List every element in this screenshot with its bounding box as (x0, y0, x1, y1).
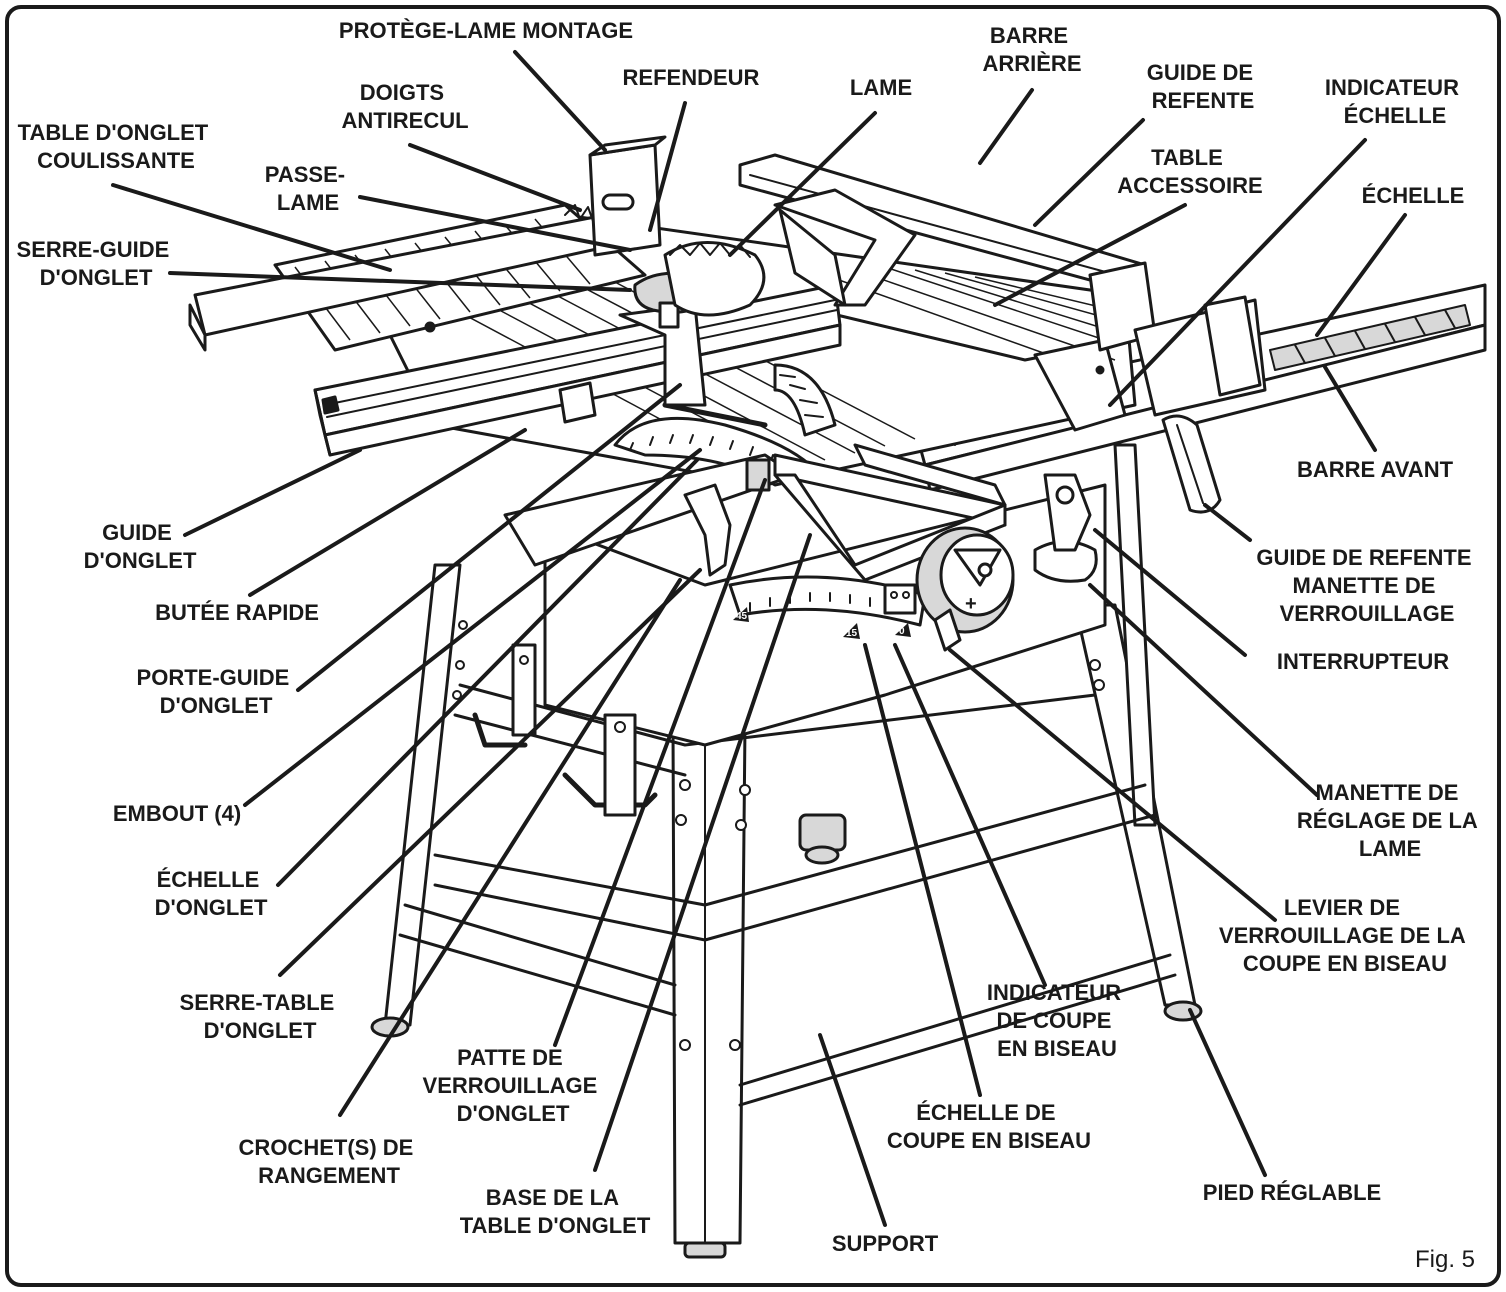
rip-fence (1033, 261, 1267, 514)
leader-butee-rapide (248, 428, 527, 597)
label-base-table-onglet: BASE DE LA TABLE D'ONGLET (460, 1185, 651, 1238)
leader-barre-avant (1323, 365, 1377, 452)
leader-echelle-coupe-biseau (863, 643, 982, 1097)
label-echelle-coupe-biseau: ÉCHELLE DE COUPE EN BISEAU (887, 1100, 1091, 1153)
leader-table-accessoire (993, 203, 1187, 307)
leader-manette-reglage-lame (1088, 583, 1319, 797)
label-guide-refente-top: GUIDE DE REFENTE (1147, 60, 1259, 113)
leader-refendeur (648, 101, 687, 232)
leader-table-onglet-coulissante (111, 183, 392, 272)
label-echelle-right: ÉCHELLE (1362, 183, 1465, 208)
svg-text:+: + (965, 593, 977, 615)
diagram-canvas: 45 15 0 + (5, 5, 1501, 1287)
dial-mark-15 (843, 623, 860, 639)
leader-doigts-antirecul (408, 143, 582, 212)
label-indicateur-coupe-biseau: INDICATEUR DE COUPE EN BISEAU (987, 980, 1127, 1061)
leader-levier-verrouillage-biseau (948, 648, 1277, 922)
dial-mark-0 (895, 623, 911, 637)
label-indicateur-echelle: INDICATEUR ÉCHELLE (1325, 75, 1465, 128)
figure-frame: 45 15 0 + (5, 5, 1501, 1287)
leader-guide-refente (1033, 118, 1145, 227)
dial-mark-15-text: 15 (846, 628, 858, 639)
label-passe-lame: PASSE- LAME (265, 162, 351, 215)
label-crochets-rangement: CROCHET(S) DE RANGEMENT (239, 1135, 420, 1188)
figure-border (5, 5, 1501, 1287)
leader-interrupteur (1093, 528, 1247, 657)
label-porte-guide-onglet: PORTE-GUIDE D'ONGLET (137, 665, 296, 718)
leader-support (818, 1033, 887, 1227)
label-barre-arriere: BARRE ARRIÈRE (982, 23, 1081, 76)
figure-caption: Fig. 5 (1415, 1246, 1475, 1273)
label-table-accessoire: TABLE ACCESSOIRE (1117, 145, 1262, 198)
label-butee-rapide: BUTÉE RAPIDE (155, 600, 319, 625)
label-interrupteur: INTERRUPTEUR (1277, 649, 1449, 674)
leader-indicateur-coupe-biseau (893, 643, 1047, 987)
leader-echelle (1315, 213, 1407, 337)
label-refendeur: REFENDEUR (623, 65, 760, 90)
leader-lines (111, 50, 1407, 1227)
label-manette-reglage-lame: MANETTE DE RÉGLAGE DE LA LAME (1297, 780, 1483, 861)
label-guide-onglet: GUIDE D'ONGLET (84, 520, 197, 573)
label-guide-refente-manette: GUIDE DE REFENTE MANETTE DE VERROUILLAGE (1256, 545, 1477, 626)
label-barre-avant: BARRE AVANT (1297, 457, 1454, 482)
leader-passe-lame (358, 195, 632, 252)
leader-barre-arriere (978, 88, 1034, 165)
label-embout: EMBOUT (4) (113, 801, 241, 826)
label-pied-reglable: PIED RÉGLABLE (1203, 1180, 1381, 1205)
label-table-onglet-coulissante: TABLE D'ONGLET COULISSANTE (18, 120, 215, 173)
leader-guide-onglet (183, 448, 362, 537)
dial-mark-45-text: 45 (736, 611, 748, 622)
label-levier-verrouillage-biseau: LEVIER DE VERROUILLAGE DE LA COUPE EN BI… (1219, 895, 1471, 976)
label-doigts-antirecul: DOIGTS ANTIRECUL (341, 80, 468, 133)
dial-mark-0-text: 0 (899, 626, 905, 637)
leader-crochets-rangement (338, 578, 682, 1117)
label-protege-lame: PROTÈGE-LAME MONTAGE (339, 18, 633, 43)
label-serre-table-onglet: SERRE-TABLE D'ONGLET (180, 990, 341, 1043)
sliding-miter-table (188, 203, 647, 352)
leader-pied-reglable (1188, 1008, 1267, 1177)
blade-guard (564, 135, 917, 317)
bevel-assembly: 45 15 0 + (728, 473, 1098, 652)
label-support: SUPPORT (832, 1231, 939, 1256)
dial-mark-45 (733, 607, 749, 622)
leader-echelle-onglet (276, 458, 699, 887)
table-saw-illustration: 45 15 0 + (188, 135, 1487, 1259)
label-lame: LAME (850, 75, 912, 100)
label-patte-verrouillage-onglet: PATTE DE VERROUILLAGE D'ONGLET (423, 1045, 604, 1126)
part-labels: PROTÈGE-LAME MONTAGE BARRE ARRIÈRE REFEN… (17, 18, 1483, 1256)
leader-porte-guide-onglet (296, 383, 682, 692)
leader-embout (243, 448, 702, 807)
label-echelle-onglet: ÉCHELLE D'ONGLET (155, 867, 268, 920)
miter-fence (313, 271, 842, 457)
leader-protege-lame (513, 50, 607, 152)
leader-serre-guide-onglet (168, 271, 632, 292)
leader-patte-verrouillage-onglet (553, 478, 767, 1047)
leader-indicateur-echelle (1108, 138, 1367, 407)
label-serre-guide-onglet: SERRE-GUIDE D'ONGLET (17, 237, 176, 290)
leader-base-table-onglet (593, 533, 812, 1172)
leader-serre-table-onglet (278, 568, 702, 977)
leader-guide-refente-manette (1203, 503, 1252, 542)
leader-lame (728, 111, 877, 257)
